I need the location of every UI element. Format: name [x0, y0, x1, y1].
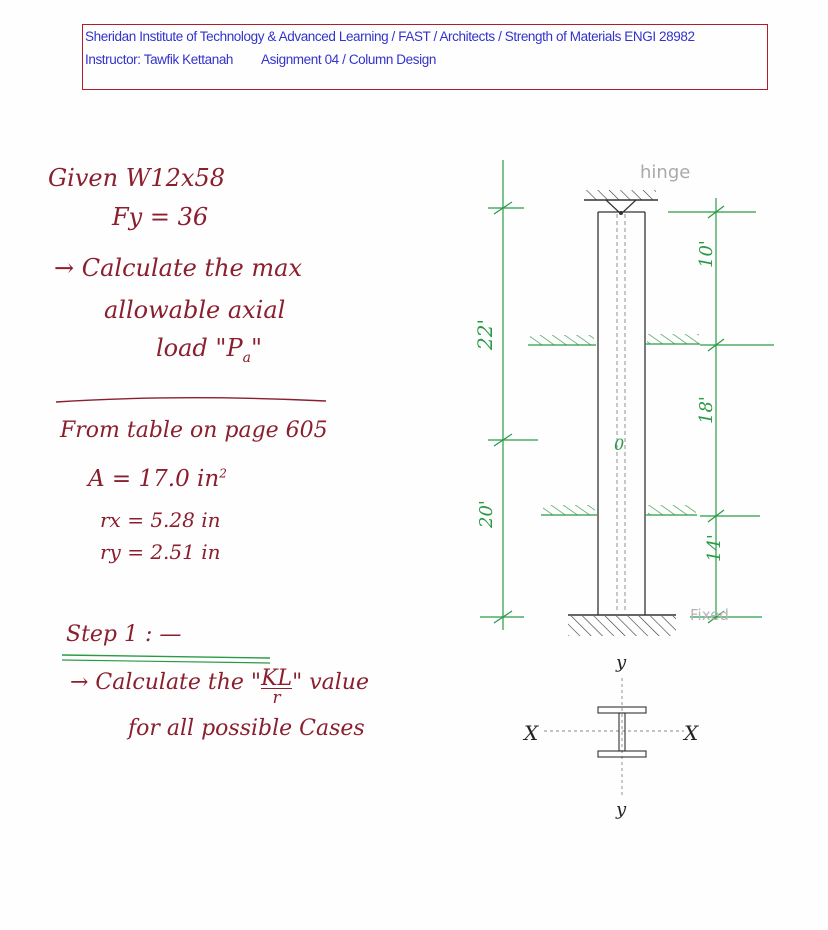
axis-y-bottom: y: [615, 799, 627, 820]
task-line-3: load "Pa": [156, 334, 263, 366]
axis-x-left: X: [522, 721, 539, 745]
step-underline-2: [61, 659, 271, 664]
mid-label: 0: [614, 435, 624, 454]
right-dimension-line: [668, 198, 774, 624]
given-label: Given: [48, 164, 119, 192]
column-member: [597, 211, 646, 615]
header-institution-line: Sheridan Institute of Technology & Advan…: [85, 29, 695, 44]
yield-strength: Fy = 36: [112, 203, 209, 231]
hinge-label: hinge: [640, 162, 690, 183]
axis-y-top: y: [615, 652, 627, 673]
left-dimension-line: [480, 160, 538, 630]
separator-stroke: [55, 397, 327, 403]
area-value: A = 17.0 in2: [88, 466, 227, 492]
header-box: Sheridan Institute of Technology & Advan…: [82, 24, 768, 90]
ry-value: ry = 2.51 in: [100, 540, 221, 564]
rx-value: rx = 5.28 in: [100, 508, 221, 532]
right-dim-10: 10': [696, 240, 717, 268]
left-dim-22: 22': [473, 319, 497, 351]
left-dim-20: 20': [476, 500, 497, 529]
instructor-label: Instructor: Tawfik Kettanah: [85, 52, 234, 67]
given-line: Given W12x58: [48, 164, 225, 192]
step-title: Step 1 : —: [66, 622, 182, 647]
step-line-2: for all possible Cases: [128, 716, 365, 741]
right-dim-18: 18': [696, 396, 717, 424]
assignment-label: Asignment 04 / Column Design: [261, 52, 436, 67]
axis-x-right: X: [682, 721, 699, 745]
table-source: From table on page 605: [60, 418, 328, 443]
i-beam-cross-section: [544, 678, 684, 795]
hinge-support: [584, 190, 658, 215]
fixed-support: [568, 614, 676, 636]
step-underline-1: [61, 654, 271, 659]
section-designation: W12x58: [125, 164, 225, 192]
bracing-upper: [528, 334, 700, 346]
task-line-2: allowable axial: [104, 296, 286, 324]
task-line-1: → Calculate the max: [54, 254, 302, 282]
header-instructor-line: Instructor: Tawfik Kettanah Asignment 04 …: [85, 52, 436, 67]
right-dim-14: 14': [704, 534, 725, 562]
fixed-label: Fixed: [690, 606, 729, 624]
bracing-lower: [541, 505, 697, 516]
